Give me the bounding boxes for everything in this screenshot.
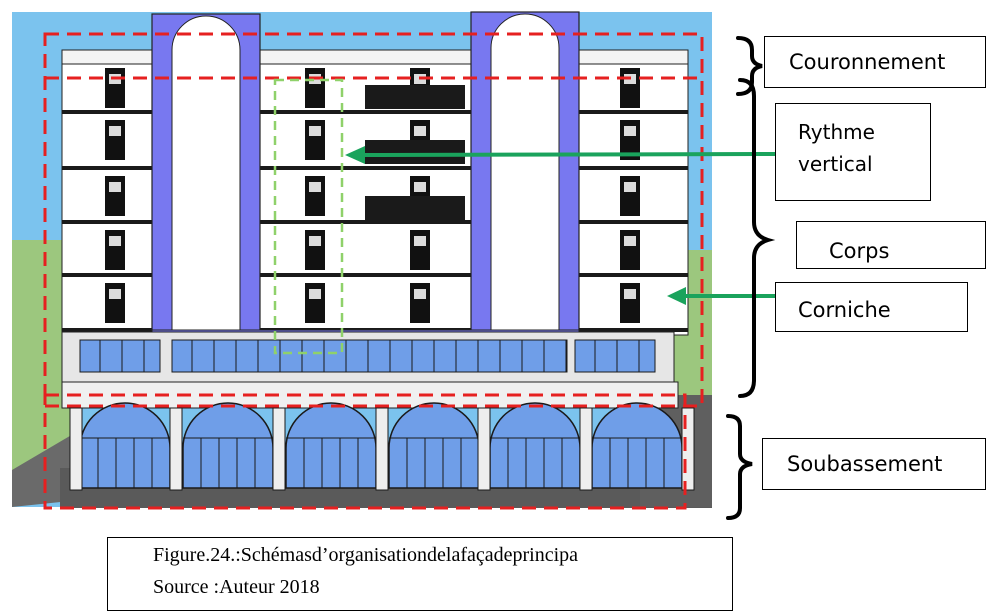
arcade-opening (591, 402, 683, 489)
window-pane (309, 182, 321, 192)
arrows (345, 146, 776, 305)
window-pane (414, 289, 426, 299)
corps-text: Corps (829, 239, 890, 263)
caption-figure: Figure.24.:Schémasd’organisationdelafaça… (153, 544, 579, 566)
brace-soubassement (726, 414, 753, 520)
arcade-opening (79, 402, 171, 489)
window-pane (109, 182, 121, 192)
zone-soubassement (43, 393, 687, 510)
floor-cornice (62, 110, 688, 114)
label-corniche: Corniche (775, 282, 968, 332)
label-soubassement: Soubassement (762, 438, 986, 490)
window-pane (414, 182, 426, 192)
arcade-column (579, 407, 593, 491)
arcades (69, 402, 695, 491)
pilaster-right (470, 11, 580, 345)
red-dashed-zones (43, 32, 704, 510)
arcade-column (272, 407, 286, 491)
window-pane (414, 126, 426, 136)
brace-corps (738, 78, 776, 398)
soubassement-text: Soubassement (787, 452, 943, 476)
balcony (365, 196, 465, 220)
caption-source: Source :Auteur 2018 (153, 576, 320, 598)
window-pane (309, 126, 321, 136)
label-rythme-vertical: Rythme vertical (775, 103, 931, 201)
braces (726, 36, 776, 520)
balconies (365, 85, 465, 220)
label-couronnement: Couronnement (764, 36, 986, 88)
glass-panel (171, 339, 568, 373)
floor-cornice (62, 166, 688, 170)
arrow-rythme-head (345, 146, 365, 164)
pilaster-left (151, 13, 261, 345)
window-pane (109, 126, 121, 136)
arcade-column (477, 407, 491, 491)
rythme-line-2: vertical (798, 152, 873, 176)
rhythm-dashed-rect (273, 78, 344, 355)
arrow-corniche-head (667, 287, 686, 305)
arcade-column (169, 407, 183, 491)
zone-outline (43, 32, 704, 408)
couronnement-text: Couronnement (789, 50, 946, 74)
balcony (365, 85, 465, 109)
window-pane (624, 289, 636, 299)
glass-panel (79, 339, 161, 373)
arcade-column (375, 407, 389, 491)
mezzanine-glazing (79, 339, 656, 373)
window-pane (109, 236, 121, 246)
arcade-column (69, 407, 83, 491)
arrow-rythme-shaft (361, 152, 776, 157)
label-corps: Corps (796, 221, 986, 269)
arcade-opening (388, 402, 480, 489)
balcony (365, 140, 465, 164)
floor-cornice (62, 273, 688, 277)
window-pane (309, 289, 321, 299)
window-pane (624, 236, 636, 246)
arcade-opening (285, 402, 377, 489)
arcade-opening (182, 402, 274, 489)
arcade-opening (489, 402, 581, 489)
window-pane (109, 289, 121, 299)
window-pane (624, 182, 636, 192)
window-pane (309, 236, 321, 246)
figure-caption: Figure.24.:Schémasd’organisationdelafaça… (107, 537, 733, 611)
glass-panel (574, 339, 656, 373)
rythme-line-1: Rythme (798, 120, 875, 144)
window-pane (624, 126, 636, 136)
window-pane (414, 236, 426, 246)
corniche-text: Corniche (798, 298, 891, 322)
floor-cornice (62, 220, 688, 224)
building (61, 11, 695, 491)
